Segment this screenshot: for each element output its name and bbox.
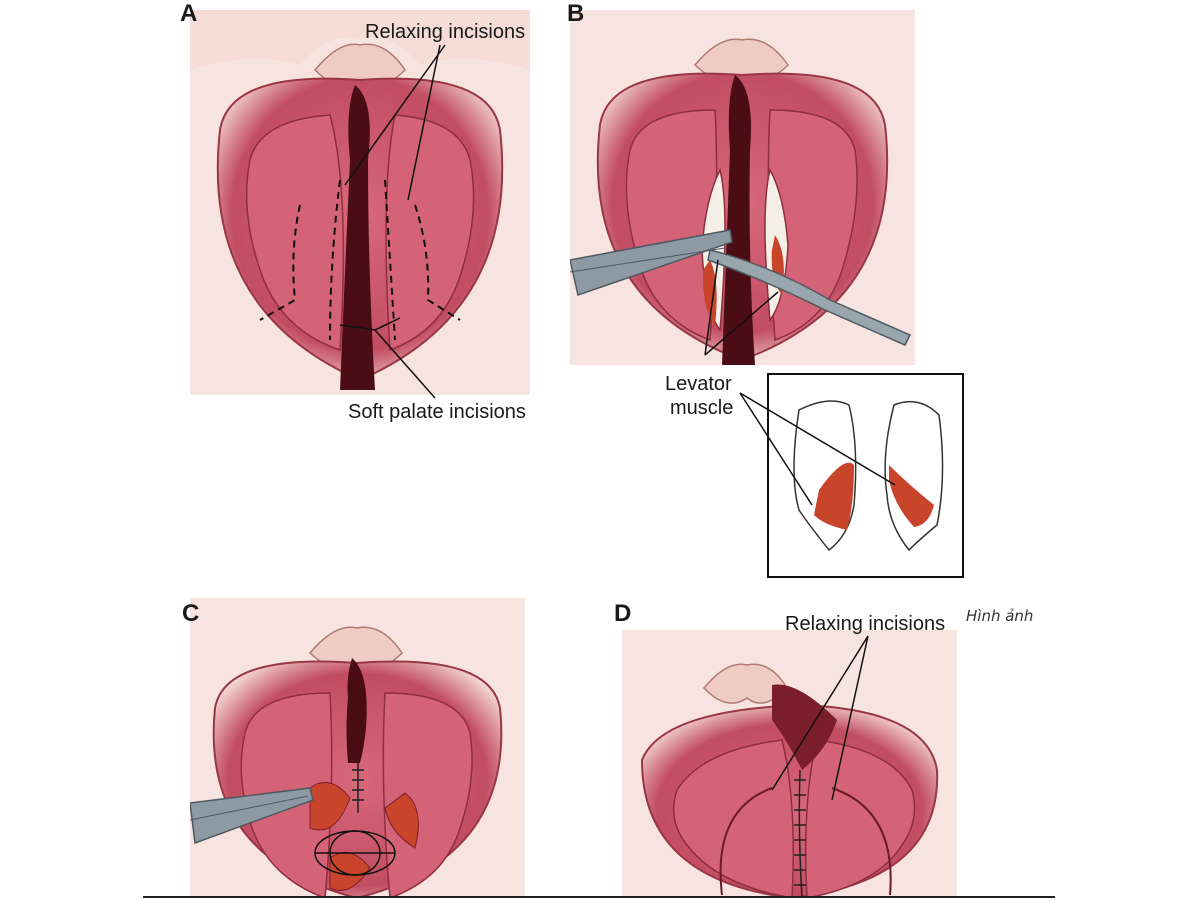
levator-inset-illustration: [793, 400, 944, 552]
incision-medial-left: [329, 179, 341, 341]
forceps-icon: [190, 787, 314, 845]
panel-d: [622, 630, 957, 898]
left-muscle-flap: [309, 781, 351, 831]
callout-relaxing-incisions-a: Relaxing incisions: [365, 21, 526, 43]
palate-illustration-b: [570, 10, 915, 365]
suture-stitches: [352, 769, 364, 801]
scalpel-icon: [707, 249, 912, 346]
panel-c: [190, 598, 525, 898]
needle-loops: [314, 830, 396, 876]
callout-levator-line1: Levator: [665, 373, 732, 395]
panel-letter-b: B: [567, 0, 585, 27]
suture-stitches: [794, 779, 806, 886]
callout-levator-line2: muscle: [670, 397, 734, 419]
bottom-rule: [143, 896, 1055, 898]
inset-right-muscle: [889, 465, 934, 527]
panel-a: [190, 10, 530, 395]
callout-soft-palate-incisions: Soft palate incisions: [348, 401, 526, 423]
palate-illustration-a: [190, 10, 530, 395]
palate-illustration-c: [190, 598, 525, 898]
incision-medial-right: [384, 179, 396, 341]
right-palatal-shelf: [382, 692, 473, 898]
palate-illustration-d: [622, 630, 957, 898]
panel-b: [570, 10, 915, 365]
relaxing-incision-left: [719, 787, 773, 896]
incision-right: [414, 204, 461, 321]
panel-letter-c: C: [182, 600, 200, 627]
incision-left: [259, 204, 301, 321]
forceps-icon: [570, 229, 733, 296]
levator-inset: [767, 373, 964, 578]
panel-letter-a: A: [180, 0, 198, 27]
image-credit: Hình ảnh: [966, 607, 1034, 625]
cleft-anterior: [346, 658, 367, 763]
panel-letter-d: D: [614, 600, 632, 627]
right-muscle-flap: [384, 792, 419, 849]
callout-relaxing-incisions-d: Relaxing incisions: [785, 613, 946, 635]
